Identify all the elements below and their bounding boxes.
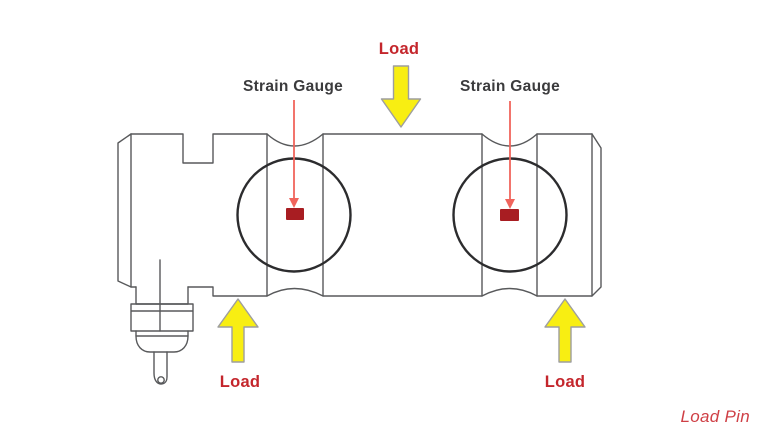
connector-nut (130, 303, 194, 332)
gauge-pointer-right-arrowhead-icon (505, 199, 515, 209)
strain-gauge-right (500, 209, 519, 221)
connector-dome (135, 335, 189, 353)
load-label-bottom-left: Load (220, 373, 261, 391)
strain-gauge-label-right: Strain Gauge (460, 78, 560, 95)
gauge-pointer-left-arrowhead-icon (289, 198, 299, 208)
groove-lines-left (266, 133, 324, 297)
strain-gauge-left (286, 208, 304, 220)
pin-body-top-edge (130, 133, 593, 164)
strain-gauge-label-left: Strain Gauge (243, 78, 343, 95)
pin-body (117, 133, 602, 385)
pin-right-end-cap (591, 133, 602, 297)
cable (153, 351, 168, 385)
diagram-caption: Load Pin (680, 407, 750, 426)
pin-body-bottom-edge (130, 286, 593, 297)
cable-tip (157, 376, 165, 384)
gauge-pointer-arrows (289, 100, 515, 209)
connector-block (135, 286, 189, 305)
strain-gauges (286, 208, 519, 221)
groove-lines-right (481, 133, 538, 297)
load-label-top: Load (379, 40, 420, 58)
strain-gauge-labels: Strain Gauge Strain Gauge (243, 78, 560, 95)
load-label-bottom-right: Load (545, 373, 586, 391)
load-bottom-right-arrow-up-icon (544, 298, 586, 363)
connector-collar (135, 330, 189, 337)
load-top-arrow-down-icon (380, 65, 422, 128)
load-bottom-left-arrow-up-icon (217, 298, 259, 363)
pin-left-end-cap (117, 133, 132, 288)
load-labels: Load Load Load (220, 40, 586, 391)
load-arrows (217, 65, 586, 363)
